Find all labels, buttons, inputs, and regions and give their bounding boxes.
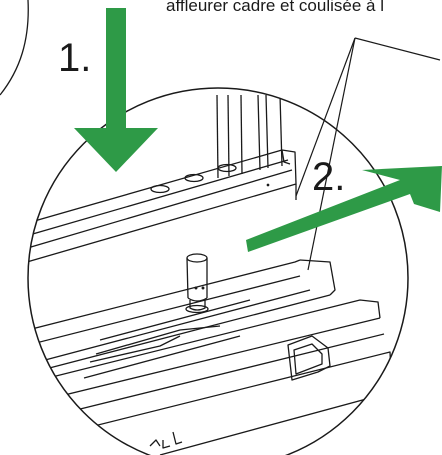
detail-circle-top-left: [0, 0, 29, 96]
frame-sill: [28, 149, 297, 265]
locating-pin: [185, 253, 209, 314]
detail-circle: [27, 87, 409, 455]
arrow-step-2: [246, 166, 442, 252]
lower-rail: [28, 259, 393, 455]
frame-upright: [216, 94, 283, 179]
leader-lines: [295, 37, 441, 271]
arrow-step-1: [74, 8, 158, 172]
handle-slot: [287, 335, 331, 381]
bottom-marks: [149, 431, 183, 449]
sill-holes: [150, 163, 270, 194]
step-1-label: 1.: [58, 36, 92, 80]
caption-text: affleurer cadre et coulisée à l: [166, 0, 384, 15]
step-2-label: 2.: [312, 155, 346, 199]
